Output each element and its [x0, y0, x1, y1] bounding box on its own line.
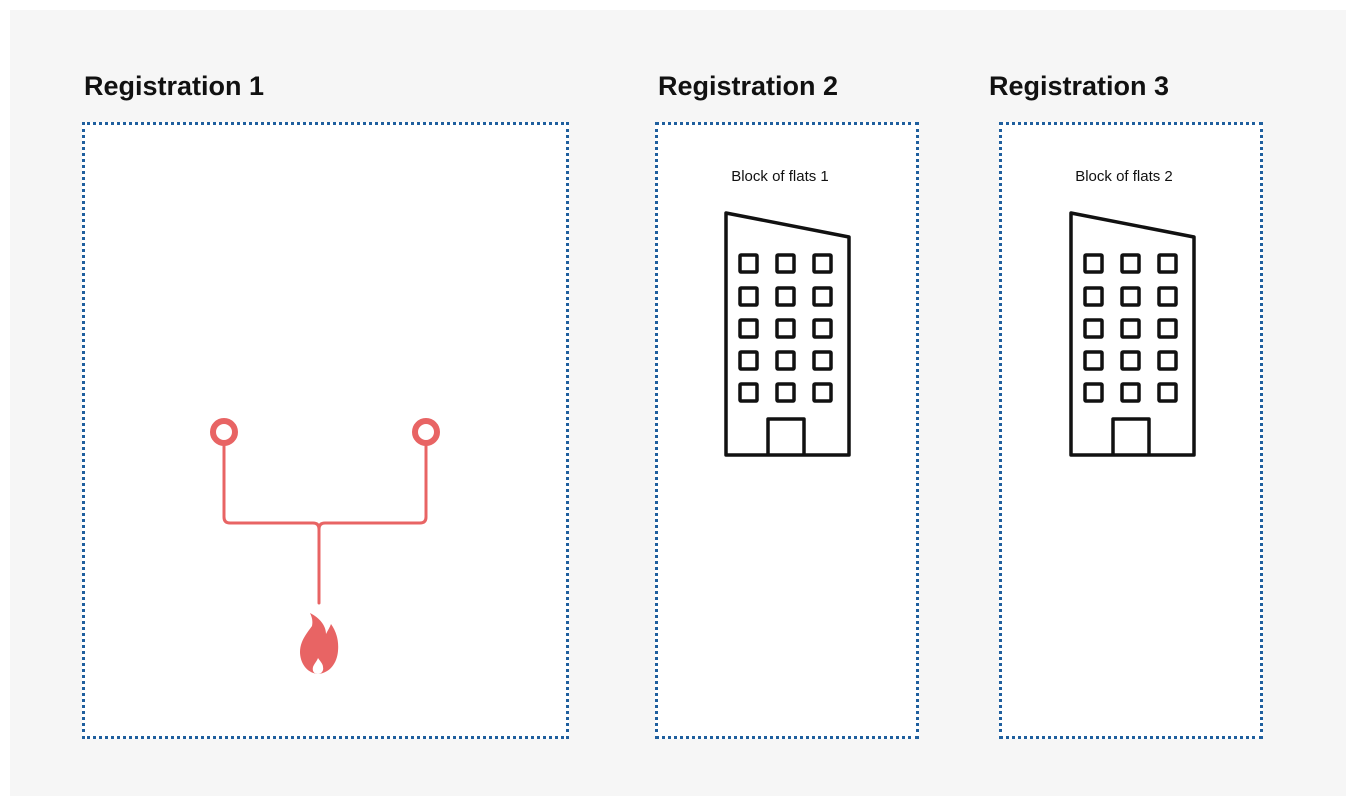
gas-supply-point-icon [412, 418, 440, 446]
apartment-building-icon [724, 211, 851, 457]
building-label: Block of flats 2 [1075, 168, 1173, 185]
apartment-building-icon [1069, 211, 1196, 457]
registration-1-title: Registration 1 [84, 71, 265, 101]
gas-supply-point-icon [210, 418, 238, 446]
flame-icon [300, 613, 339, 674]
gas-pipe-icon [222, 443, 428, 605]
registration-2-title: Registration 2 [658, 71, 839, 101]
building-label: Block of flats 1 [731, 168, 829, 185]
registration-3-title: Registration 3 [989, 71, 1170, 101]
